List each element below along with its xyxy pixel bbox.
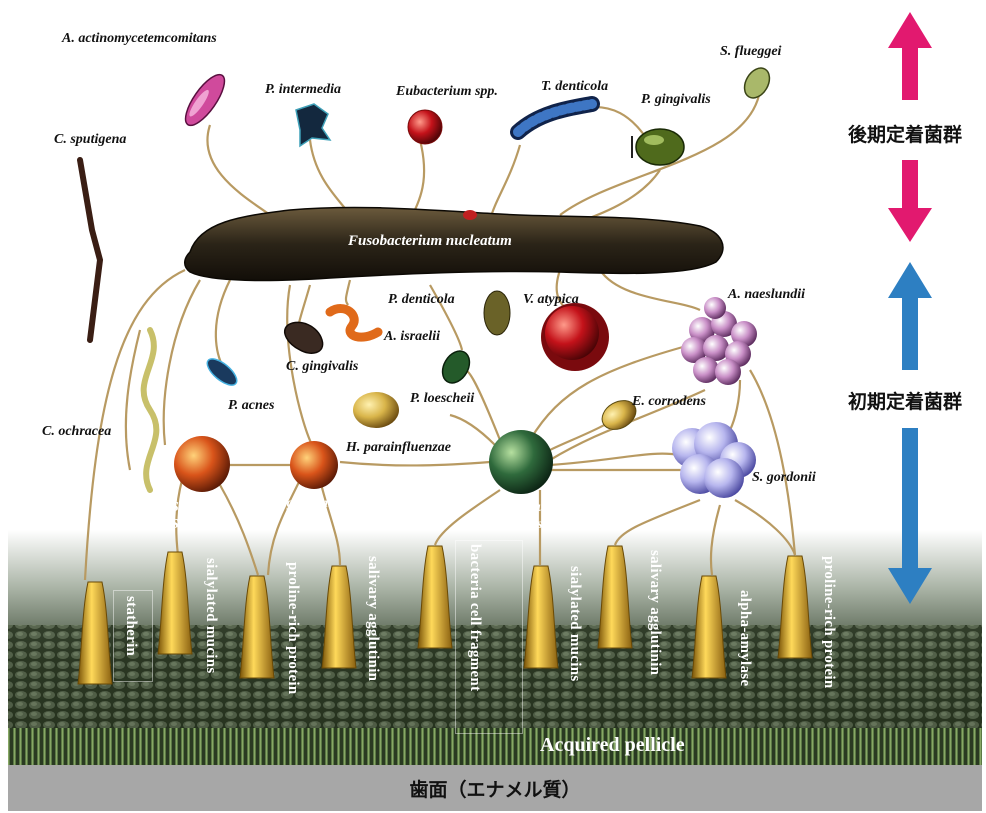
- label-v-atypica: V. atypica: [523, 292, 579, 308]
- label-receptor-proline-rich-protein-1: proline-rich protein: [284, 562, 301, 695]
- late-colonizers-heading: 後期定着菌群: [848, 120, 962, 147]
- label-c-gingivalis: C. gingivalis: [286, 359, 358, 375]
- s-flueggei-cell: [739, 64, 774, 103]
- label-receptor-statherin: statherin: [122, 596, 139, 656]
- p-denticola-cell: [484, 291, 510, 335]
- early-colonizers-arrow-up: [888, 262, 932, 370]
- attached-cell: [463, 210, 477, 220]
- label-receptor-salivary-agglutinin-1: salivary agglutinin: [364, 556, 381, 681]
- label-receptor-alpha-amylase: alpha-amylase: [736, 590, 753, 686]
- label-s-flueggei: S. flueggei: [720, 44, 781, 60]
- label-t-denticola: T. denticola: [541, 79, 608, 95]
- label-p-acnes: P. acnes: [228, 398, 274, 414]
- p-loescheii-cell: [437, 346, 475, 387]
- label-s-oralis-left: S. oralis: [171, 517, 218, 533]
- h-parainfluenzae-cell: [353, 392, 399, 428]
- c-ochracea-cell: [144, 330, 157, 490]
- label-eubacterium: Eubacterium spp.: [396, 84, 498, 100]
- label-p-gingivalis: P. gingivalis: [641, 92, 711, 108]
- label-a-actinomycetemcomitans: A. actinomycetemcomitans: [62, 31, 217, 47]
- label-p-loescheii: P. loescheii: [410, 391, 474, 407]
- label-receptor-salivary-agglutinin-2: salivary agglutinin: [646, 550, 663, 675]
- label-c-ochracea: C. ochracea: [42, 424, 111, 440]
- acquired-pellicle-label: Acquired pellicle: [540, 734, 685, 757]
- tooth-surface-band: 歯面（エナメル質）: [8, 765, 982, 811]
- early-colonizers-arrow-down: [888, 428, 932, 604]
- label-a-israelii: A. israelii: [384, 329, 440, 345]
- p-acnes-cell: [203, 354, 241, 389]
- a-naeslundii-cell: [681, 297, 757, 385]
- s-mitis-oralis-cell: [174, 436, 230, 492]
- tooth-surface-label: 歯面（エナメル質）: [409, 775, 580, 802]
- label-c-sputigena: C. sputigena: [54, 132, 126, 148]
- label-s-gordonii-right: S. gordonii: [752, 470, 816, 486]
- label-receptor-sialylated-mucins-1: sialylated mucins: [202, 558, 219, 674]
- label-a-naeslundii: A. naeslundii: [728, 287, 805, 303]
- late-colonizers-arrow-up: [888, 12, 932, 100]
- t-denticola-cell: [518, 104, 592, 132]
- label-p-intermedia: P. intermedia: [265, 82, 341, 98]
- label-h-parainfluenzae: H. parainfluenzae: [346, 440, 451, 456]
- label-e-corrodens: E. corrodens: [632, 394, 706, 410]
- c-gingivalis-cell: [285, 322, 323, 353]
- v-atypica-cell: [541, 303, 609, 371]
- s-gordonii-center-cell: [290, 441, 338, 489]
- label-s-sanguinis: S. sanguinis: [495, 500, 566, 516]
- eubacterium-cell: [408, 110, 442, 144]
- label-receptor-proline-rich-protein-2: proline-rich protein: [820, 556, 837, 689]
- label-p-denticola: P. denticola: [388, 292, 455, 308]
- label-s-gordonii-center: S. gordonii: [272, 496, 336, 512]
- p-intermedia-cell: [296, 104, 330, 146]
- a-actinomycetemcomitans-cell: [179, 69, 231, 131]
- label-fusobacterium-nucleatum: Fusobacterium nucleatum: [348, 233, 512, 250]
- a-israelii-cell: [330, 309, 378, 338]
- c-sputigena-cell: [80, 160, 100, 340]
- label-s-mitis: S. mitis: [171, 500, 214, 516]
- p-gingivalis-cell: [632, 129, 684, 165]
- label-receptor-bacteria-cell-fragment: bacteria cell fragment: [466, 544, 483, 691]
- label-receptor-sialylated-mucins-2: sialylated mucins: [566, 566, 583, 682]
- late-colonizers-arrow-down: [888, 160, 932, 242]
- s-gordonii-right-cell: [672, 422, 756, 498]
- s-sanguinis-oralis-cell: [489, 430, 553, 494]
- early-colonizers-heading: 初期定着菌群: [848, 387, 962, 414]
- label-s-oralis-center: S. oralis: [495, 517, 542, 533]
